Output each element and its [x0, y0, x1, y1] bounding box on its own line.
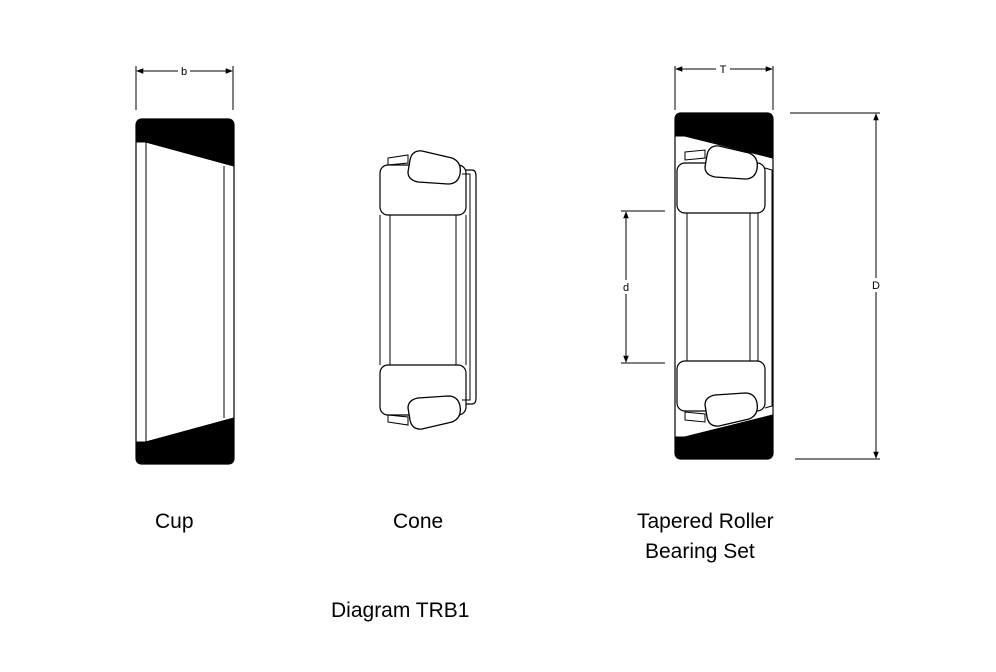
outside-diameter-dimension: D: [790, 112, 883, 460]
bore-dimension: d: [619, 210, 665, 364]
bearing-set-caption-line2: Bearing Set: [645, 540, 755, 563]
total-width-label: T: [720, 64, 727, 76]
cone-caption: Cone: [393, 510, 443, 533]
diagram-title: Diagram TRB1: [331, 599, 470, 622]
cone-drawing: [379, 150, 477, 430]
total-width-dimension: T: [674, 62, 774, 110]
cup-drawing: b: [135, 64, 235, 465]
cone-roller-bottom: [407, 395, 461, 430]
cone-roller-top: [407, 150, 461, 185]
cup-width-label: b: [181, 66, 187, 78]
bearing-set-drawing: T d: [619, 62, 883, 460]
bore-label: d: [623, 282, 629, 294]
outside-diameter-label: D: [872, 280, 880, 292]
bearing-set-caption-line1: Tapered Roller: [637, 510, 774, 533]
cup-width-dimension: b: [135, 64, 234, 110]
cup-body: [135, 118, 235, 465]
cup-caption: Cup: [155, 510, 194, 533]
